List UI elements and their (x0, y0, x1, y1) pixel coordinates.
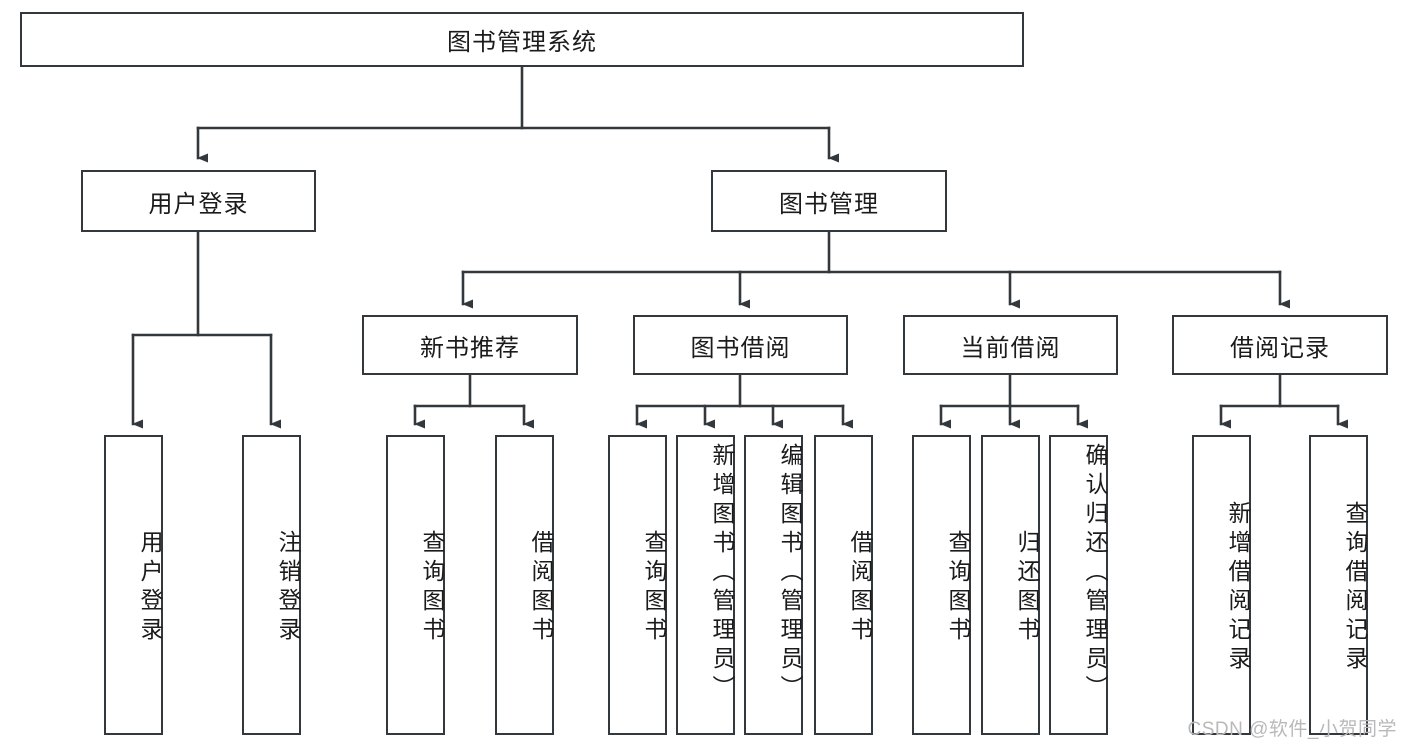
leaf-label: 编辑图书（管理员） (777, 443, 803, 704)
watermark-text: CSDN @软件_小贺同学 (1187, 719, 1397, 740)
node-root-book-management-system[interactable]: 图书管理系统 (20, 12, 1024, 67)
leaf-return-book[interactable]: 归还图书 (981, 435, 1040, 735)
leaf-confirm-return-admin[interactable]: 确认归还（管理员） (1049, 435, 1108, 735)
leaf-label: 查询图书 (419, 530, 445, 646)
leaf-label: 新增借阅记录 (1225, 501, 1251, 675)
leaf-label: 新增图书（管理员） (709, 443, 735, 704)
leaf-edit-book-admin[interactable]: 编辑图书（管理员） (744, 435, 803, 735)
node-label: 当前借阅 (960, 334, 1061, 362)
node-label: 图书管理 (779, 190, 879, 218)
leaf-user-logout[interactable]: 注销登录 (242, 435, 301, 735)
leaf-query-book-recommend[interactable]: 查询图书 (386, 435, 445, 735)
node-new-book-recommend[interactable]: 新书推荐 (362, 315, 578, 375)
leaf-label: 查询借阅记录 (1342, 501, 1368, 675)
leaf-query-book-current[interactable]: 查询图书 (912, 435, 971, 735)
node-label: 用户登录 (148, 190, 249, 218)
leaf-label: 查询图书 (641, 530, 667, 646)
leaf-label: 确认归还（管理员） (1082, 443, 1108, 704)
leaf-add-book-admin[interactable]: 新增图书（管理员） (676, 435, 735, 735)
node-borrow-record[interactable]: 借阅记录 (1172, 315, 1388, 375)
node-current-borrow[interactable]: 当前借阅 (903, 315, 1118, 375)
node-book-management[interactable]: 图书管理 (711, 170, 947, 232)
node-label: 新书推荐 (420, 334, 520, 362)
node-label: 借阅记录 (1230, 334, 1330, 362)
leaf-label: 注销登录 (275, 530, 301, 646)
node-label: 图书借阅 (690, 334, 791, 362)
leaf-add-borrow-record[interactable]: 新增借阅记录 (1192, 435, 1251, 735)
node-label: 图书管理系统 (447, 29, 597, 56)
leaf-label: 归还图书 (1014, 530, 1040, 646)
leaf-label: 查询图书 (945, 530, 971, 646)
leaf-borrow-book[interactable]: 借阅图书 (814, 435, 873, 735)
node-book-borrow[interactable]: 图书借阅 (633, 315, 848, 375)
leaf-label: 借阅图书 (528, 530, 554, 646)
leaf-query-borrow-record[interactable]: 查询借阅记录 (1309, 435, 1368, 735)
leaf-user-login[interactable]: 用户登录 (104, 435, 163, 735)
leaf-label: 借阅图书 (847, 530, 873, 646)
node-user-login[interactable]: 用户登录 (81, 170, 316, 232)
leaf-query-book-borrow[interactable]: 查询图书 (608, 435, 667, 735)
leaf-label: 用户登录 (137, 530, 163, 646)
leaf-borrow-book-recommend[interactable]: 借阅图书 (495, 435, 554, 735)
